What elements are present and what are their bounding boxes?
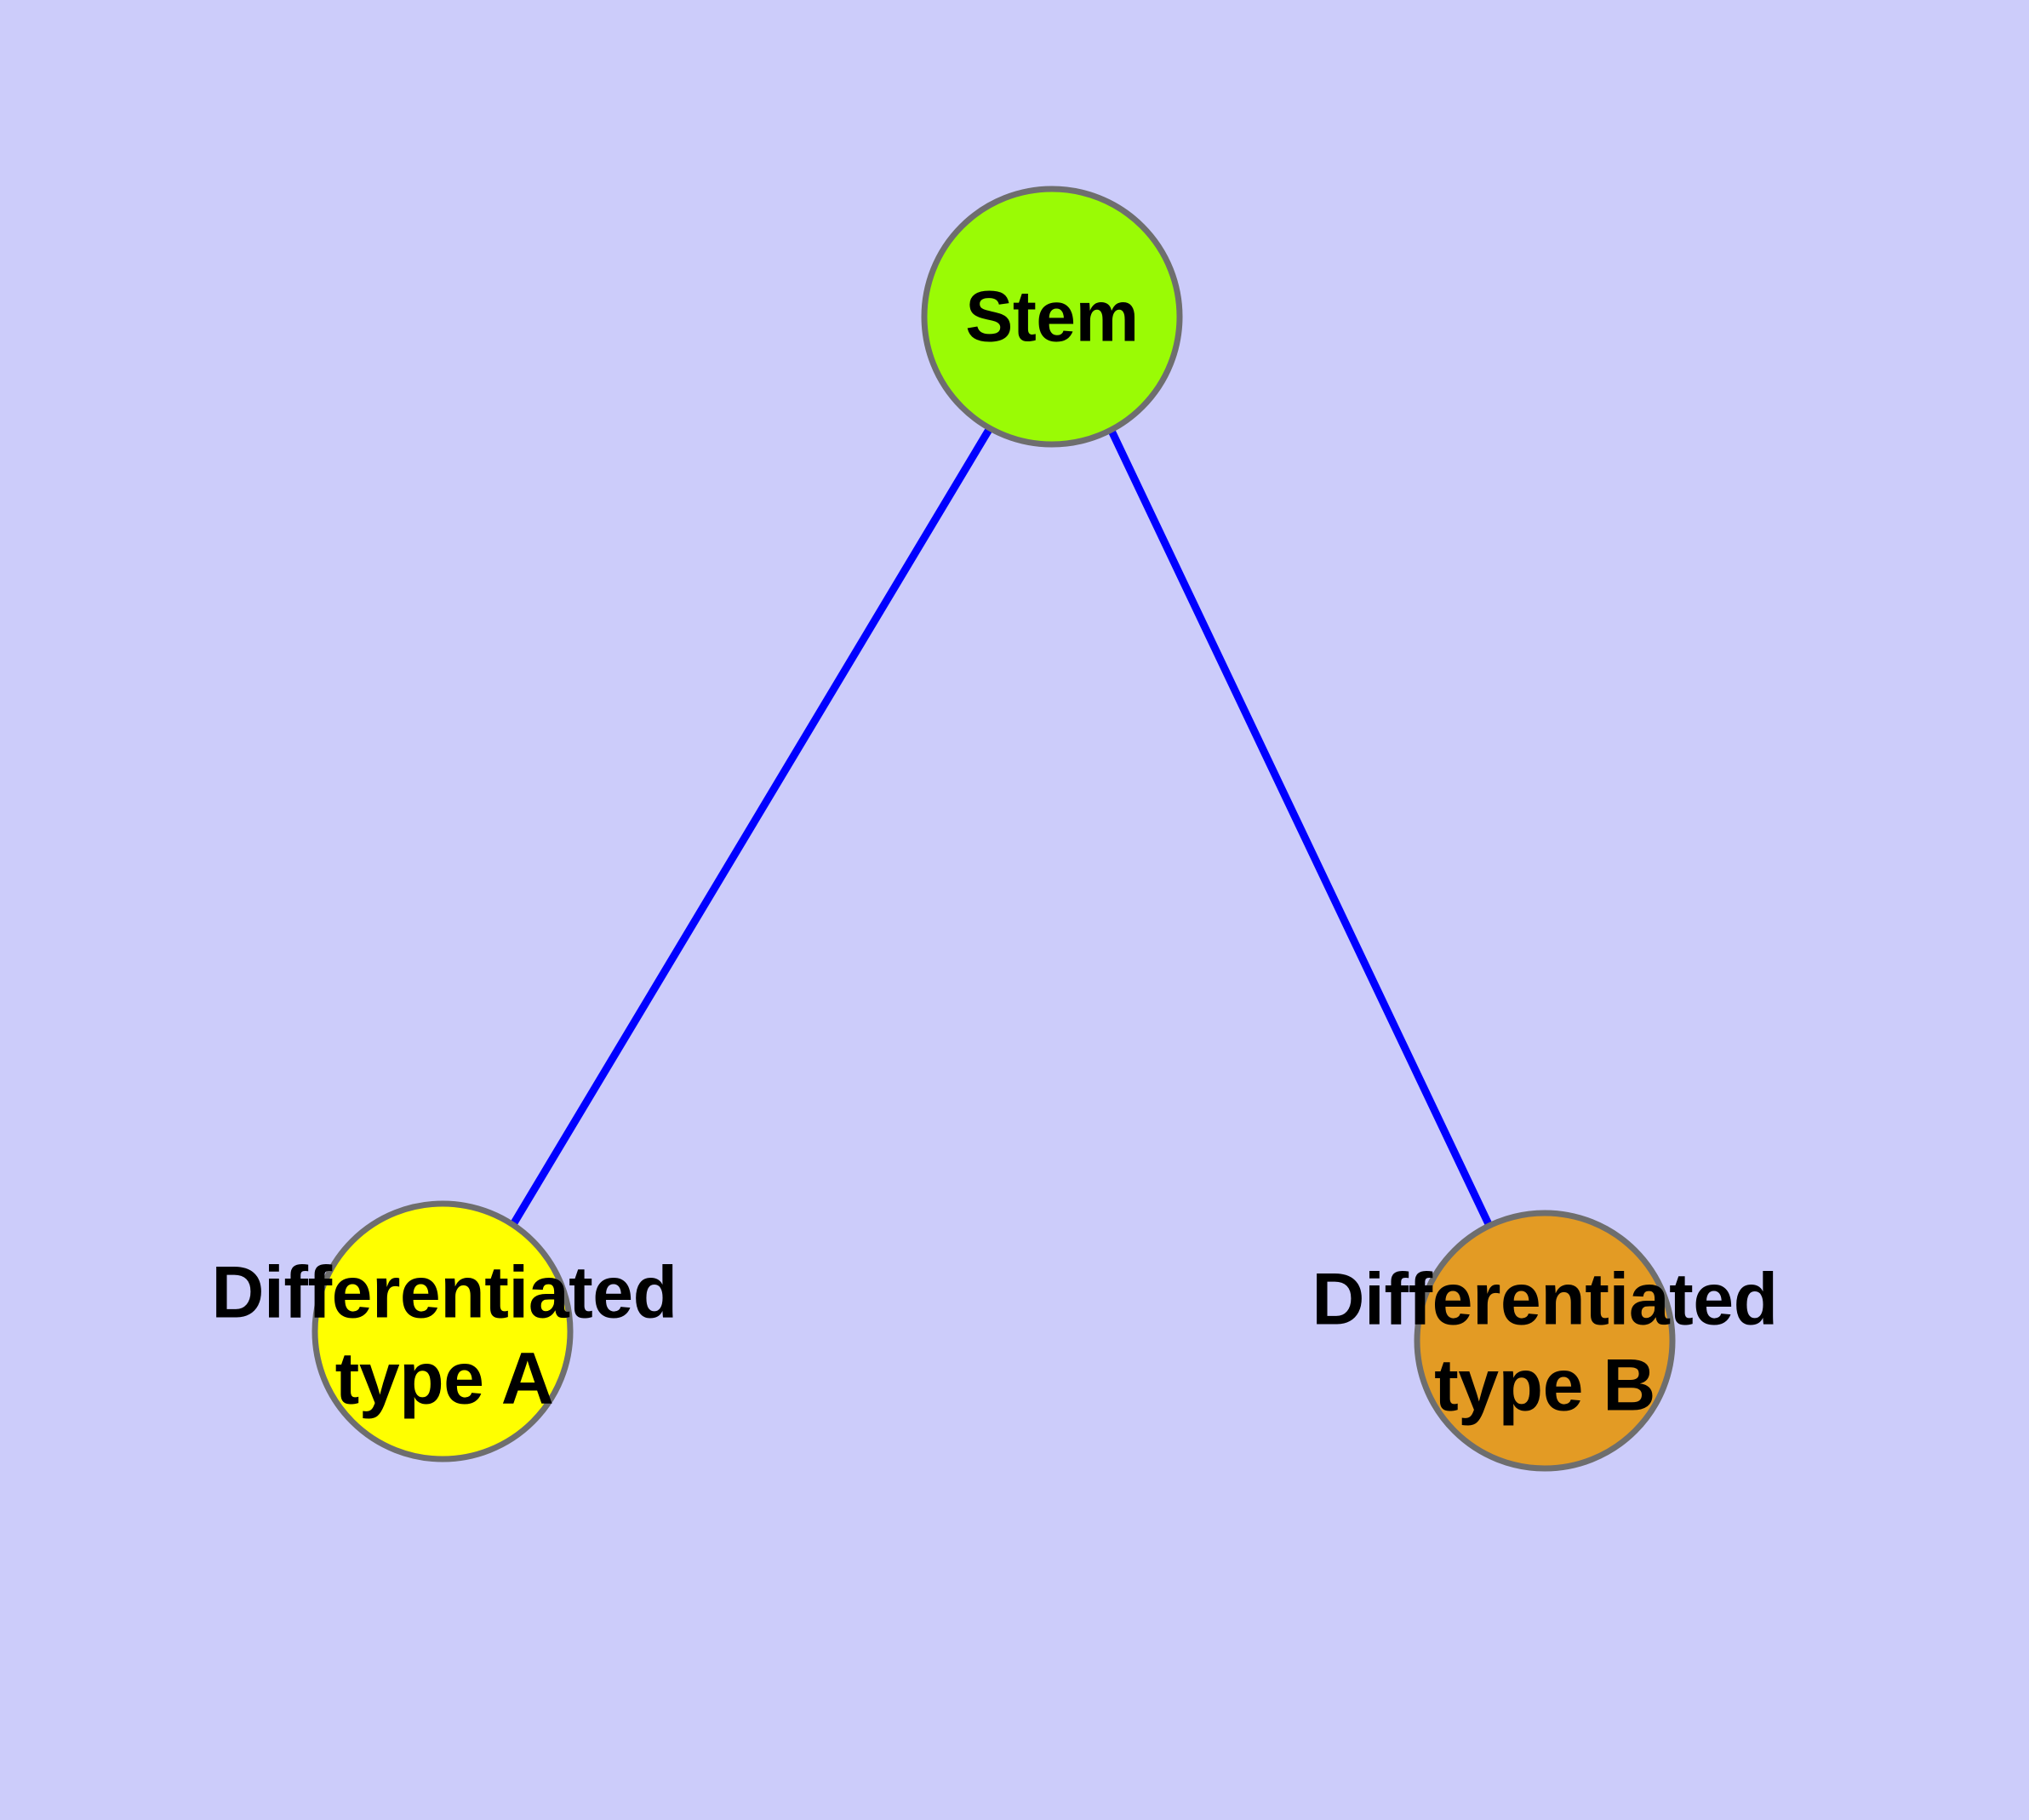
edge-stem-to-differentiated-type-b[interactable] (1107, 429, 1493, 1226)
node-group (311, 186, 1676, 1472)
node-differentiated-type-b-circle[interactable] (1414, 1210, 1676, 1472)
node-stem-circle[interactable] (921, 186, 1183, 448)
edge-group (509, 426, 1493, 1228)
node-differentiated-type-a-circle[interactable] (311, 1200, 574, 1462)
edge-stem-to-differentiated-type-a[interactable] (509, 426, 993, 1228)
